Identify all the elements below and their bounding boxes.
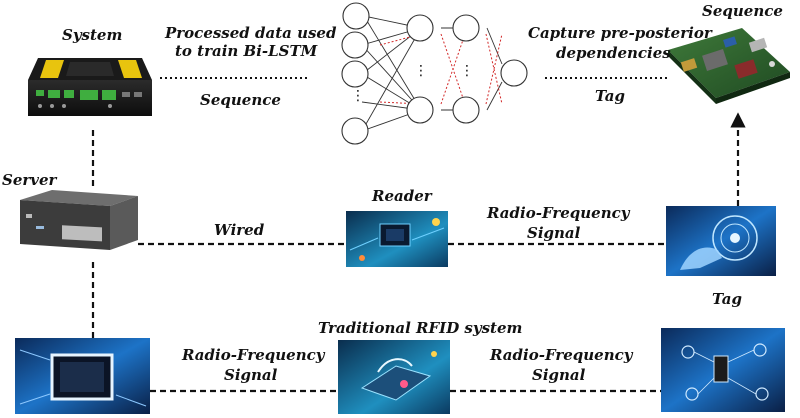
nn-ellipsis: ⋮: [460, 63, 474, 79]
system-device-image: [28, 58, 152, 116]
bilstm-neural-network: ⋮ ⋮ ⋮: [341, 2, 528, 145]
sequence-board-image: [668, 28, 790, 104]
label-processed-line2: to train Bi-LSTM: [175, 42, 318, 60]
label-rf2-line2: Signal: [224, 366, 278, 384]
nn-node: [406, 14, 434, 42]
label-tag-right: Tag: [712, 290, 742, 308]
label-rf3-line1: Radio-Frequency: [489, 346, 634, 364]
label-rf1-line2: Signal: [527, 224, 581, 242]
label-wired: Wired: [214, 221, 265, 239]
nn-node: [452, 14, 480, 42]
nn-node: [341, 60, 369, 88]
nn-red-edges: [379, 33, 503, 105]
traditional-rfid-image: [338, 340, 450, 414]
nn-node: [341, 31, 369, 59]
reader-image: [346, 211, 448, 267]
network-image: [661, 328, 785, 412]
label-processed-line1: Processed data used: [164, 24, 337, 42]
label-system: System: [62, 26, 122, 44]
nn-node: [341, 117, 369, 145]
label-sequence-left: Sequence: [200, 91, 281, 109]
tag-hand-image: [666, 206, 776, 276]
nn-node: [452, 96, 480, 124]
label-tag-mid: Tag: [595, 87, 625, 105]
chip-image: [15, 338, 150, 414]
label-traditional-rfid: Traditional RFID system: [318, 319, 522, 337]
label-rf3-line2: Signal: [532, 366, 586, 384]
label-capture-line2: dependencies: [556, 44, 671, 62]
label-server: Server: [2, 171, 58, 189]
nn-ellipsis: ⋮: [351, 88, 365, 104]
label-rf2-line1: Radio-Frequency: [181, 346, 326, 364]
nn-node: [342, 2, 370, 30]
label-reader: Reader: [371, 187, 433, 205]
label-rf1-line1: Radio-Frequency: [486, 204, 631, 222]
nn-node: [406, 96, 434, 124]
label-sequence-right: Sequence: [702, 2, 783, 20]
nn-output-node: [500, 59, 528, 87]
nn-ellipsis: ⋮: [414, 63, 428, 79]
label-capture-line1: Capture pre-posterior: [528, 24, 713, 42]
server-device-image: [20, 190, 138, 250]
